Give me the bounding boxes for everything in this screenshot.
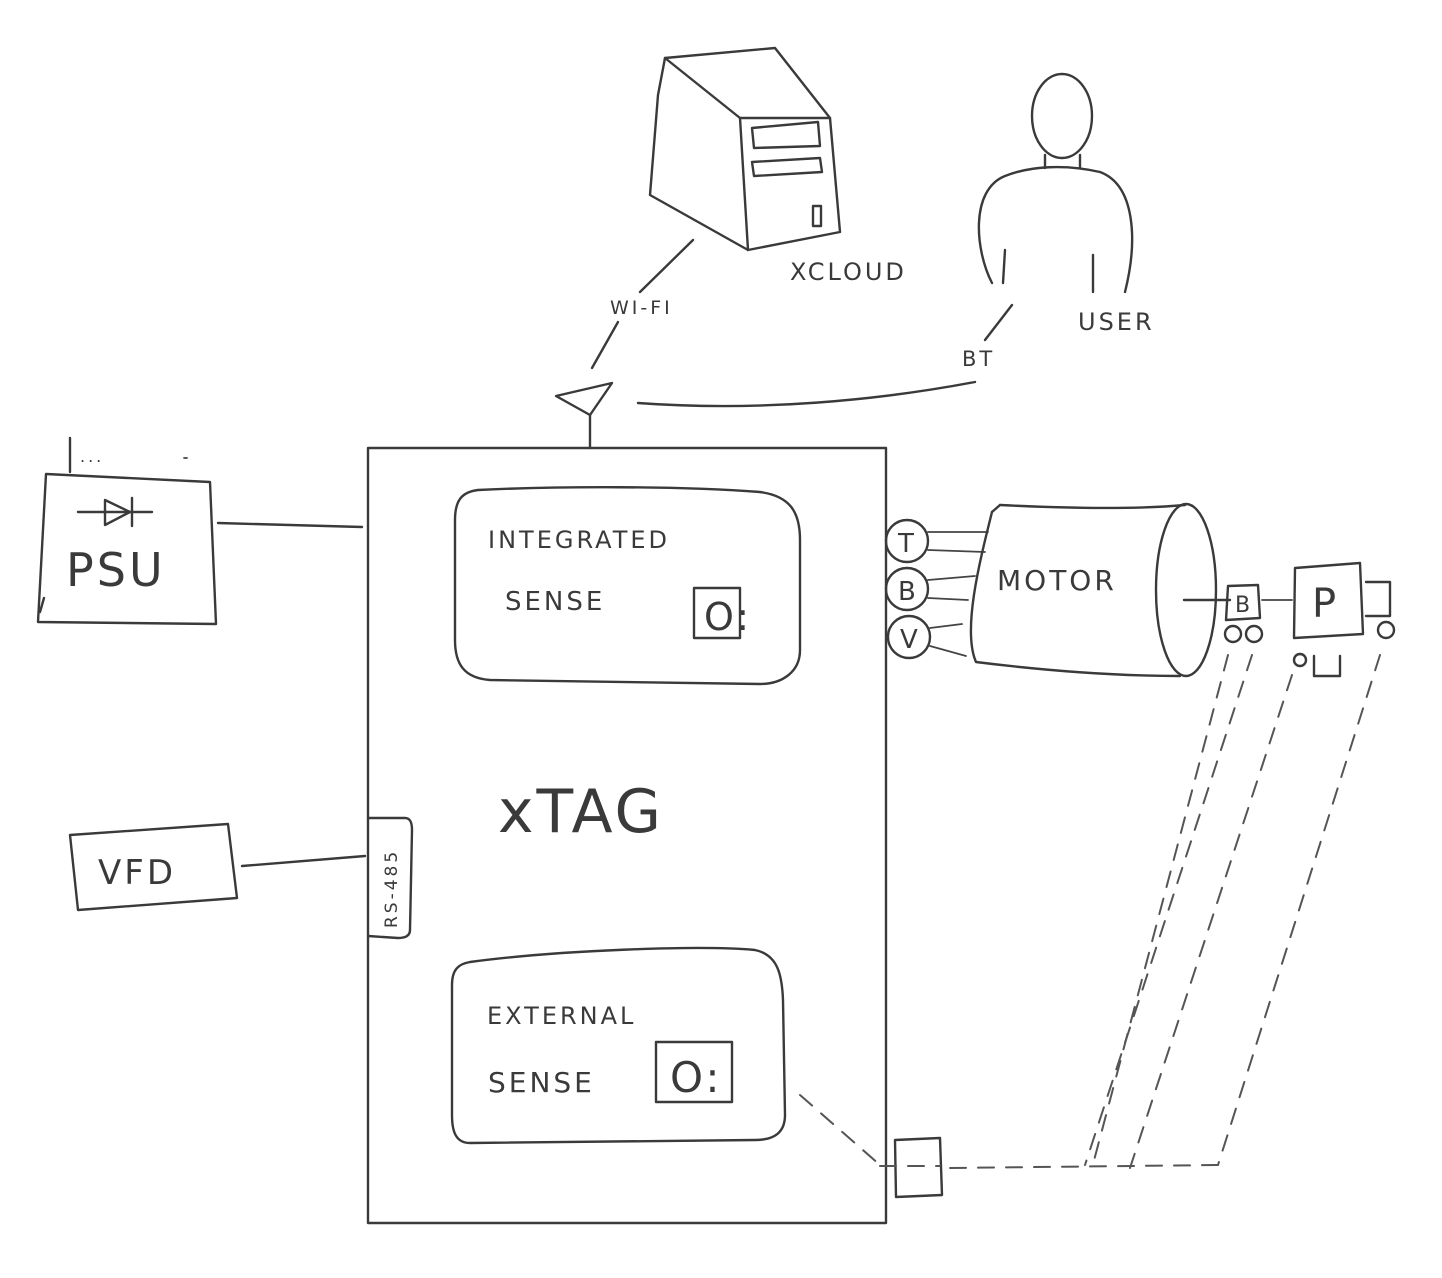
sensor-t-label: T [897,529,917,559]
psu-dots: ... [80,447,104,466]
user-figure [977,72,1134,294]
vfd-box: VFD [68,822,239,912]
sensor-wires [927,531,989,657]
vfd-to-rs485-link [240,854,367,868]
pump-p-label: P [1312,581,1339,627]
psu-box: ... PSU [36,436,218,626]
dashed-sensor-cabling [799,654,1381,1169]
integrated-sense-title: INTEGRATED [488,526,670,554]
psu-to-xtag-link [216,521,364,529]
wifi-link-upper [638,238,695,294]
bearing-b: B [1223,583,1264,644]
integrated-sensor-mark: O: [704,595,752,639]
integrated-sense-module: INTEGRATED SENSE O: [453,486,802,686]
external-sensor-mark: O: [670,1053,722,1102]
wifi-link-lower [590,320,620,370]
xcloud-label: XCLOUD [790,258,907,286]
bearing-b-label: B [1235,593,1253,618]
rs485-label: RS-485 [382,849,402,928]
sensor-b: B [884,566,930,612]
diode-icon [76,496,154,528]
wifi-label: WI-FI [610,297,673,319]
xtag-label: xTAG [498,777,664,847]
external-sense-module: EXTERNAL SENSE O: [450,946,787,1145]
rs485-port: RS-485 [366,816,414,940]
xcloud-server [648,46,842,252]
external-sense-subtitle: SENSE [488,1066,595,1099]
sensor-v-label: V [900,625,921,655]
bt-link-upper [983,303,1014,342]
sensor-t: T [884,518,930,564]
motor-label: MOTOR [997,564,1117,597]
integrated-sense-subtitle: SENSE [505,587,605,617]
bt-link-lower [636,380,977,408]
external-sense-title: EXTERNAL [487,1002,636,1030]
external-connector-box [879,1136,944,1199]
external-sensor-icon [654,1040,734,1104]
user-label: USER [1078,308,1155,336]
sensor-b-label: B [898,577,919,607]
vfd-label: VFD [98,853,176,893]
xtag-board [366,446,888,1225]
sensor-v: V [886,614,932,660]
psu-label: PSU [66,543,166,597]
integrated-sensor-icon [692,586,742,640]
bt-label: BT [962,347,995,371]
pump-p: P [1292,561,1396,678]
motor: MOTOR [969,502,1218,678]
antenna-icon [554,381,614,450]
